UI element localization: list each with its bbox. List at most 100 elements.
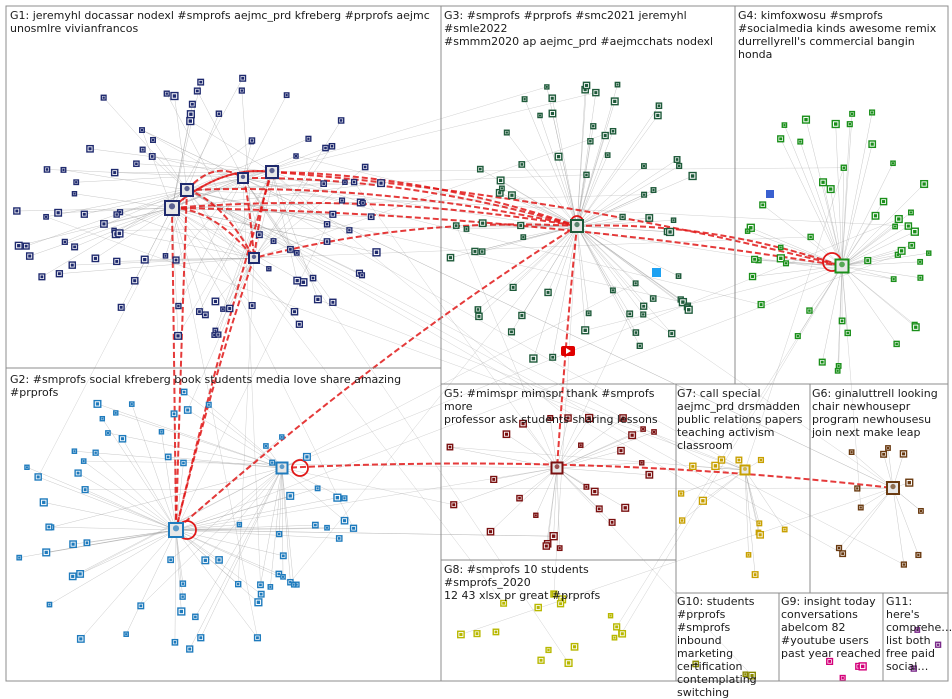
graph-node-mark [322,182,325,185]
graph-node-mark [821,181,824,184]
graph-node-mark [687,308,690,311]
graph-node-mark [289,248,292,251]
graph-node-mark [518,497,521,500]
graph-node-mark [177,305,179,307]
group-label-g4: G4: kimfoxwosu #smprofs #socialmedia kin… [738,9,948,51]
graph-node-mark [512,286,515,289]
graph-node-mark [282,576,284,578]
graph-node-mark [681,300,684,303]
edge [142,130,172,208]
graph-node-mark [611,521,614,524]
graph-node-mark [139,604,142,607]
hub-avatar [574,222,579,227]
graph-node-mark [473,250,476,253]
graph-node-mark [920,510,922,512]
hub-avatar [252,255,256,259]
graph-node-mark [176,334,179,337]
graph-node-mark [779,137,782,140]
hub-avatar [743,467,747,471]
edge [800,142,842,266]
edge [38,477,176,530]
graph-node-mark [588,312,590,314]
graph-node-mark [182,462,185,465]
graph-node-mark [37,475,40,478]
graph-node-mark [701,499,704,502]
graph-node-mark [522,236,524,238]
graph-node-mark [73,245,76,248]
edge [784,125,842,266]
graph-node-mark [241,77,244,80]
graph-node-mark [519,224,522,227]
graph-node-mark [523,98,525,100]
edge [49,527,176,530]
graph-node-mark [908,481,911,484]
graph-node-mark [613,100,616,103]
graph-node-mark [352,527,355,530]
graph-node-mark [199,81,202,84]
graph-node-mark [748,554,750,556]
graph-node-mark [257,601,260,604]
graph-node-mark [479,168,482,171]
graph-node-mark [317,487,319,489]
graph-node-mark [551,356,554,359]
graph-node-mark [502,602,505,605]
graph-node-mark [222,308,224,310]
graph-node-mark [152,139,154,141]
graph-node-mark [331,301,334,304]
edge [81,530,176,639]
graph-node-mark [88,147,91,150]
edge [842,144,872,266]
edge [554,468,557,536]
graph-node-mark [751,275,754,278]
graph-node-mark [499,179,502,182]
hub-avatar [839,262,845,268]
graph-node-mark [653,431,655,433]
graph-node-mark [175,259,178,262]
graph-node-mark [652,189,654,191]
graph-node-mark [799,140,801,142]
graph-node-mark [676,158,679,161]
graph-node-mark [914,326,917,329]
graph-node-mark [871,143,874,146]
graph-node-mark [874,214,877,217]
edge [74,194,172,208]
graph-node-mark [46,168,49,171]
hub-avatar [169,203,175,209]
graph-node-mark [589,140,592,143]
edge [176,530,257,638]
graph-node-mark [894,225,896,227]
graph-node-mark [505,433,508,436]
group-label-g3: G3: #smprofs #prprofs #smc2021 jeremyhl … [444,9,734,37]
graph-node-mark [615,625,618,628]
graph-node-mark [779,257,782,260]
hub-avatar [269,168,274,173]
graph-node-mark [838,547,840,549]
graph-node-mark [143,258,146,261]
edge [176,530,283,556]
graph-node-mark [628,312,631,315]
group-label-g7: G7: call special aejmc_prd drsmadden pub… [677,387,809,459]
graph-node-mark [580,444,582,446]
graph-node-mark [272,240,274,242]
graph-node-mark [344,181,346,183]
graph-node-mark [604,134,607,137]
graph-node-mark [256,636,259,639]
graph-node-mark [643,194,645,196]
edge [745,470,785,529]
graph-node-mark [71,575,74,578]
edge [161,432,176,530]
edge [557,468,649,475]
graph-node-mark [265,445,267,447]
graph-node-mark [180,610,183,613]
graph-node-mark [594,91,597,94]
graph-node-mark [452,503,455,506]
graph-node-mark [501,187,503,189]
graph-node-mark [269,586,271,588]
graph-node-mark [278,573,281,576]
graph-node-mark [173,94,176,97]
graph-node-mark [598,507,601,510]
graph-node-mark [228,307,231,310]
graph-node-mark [17,244,20,247]
graph-node-mark [860,506,862,508]
graph-node-mark [495,631,498,634]
